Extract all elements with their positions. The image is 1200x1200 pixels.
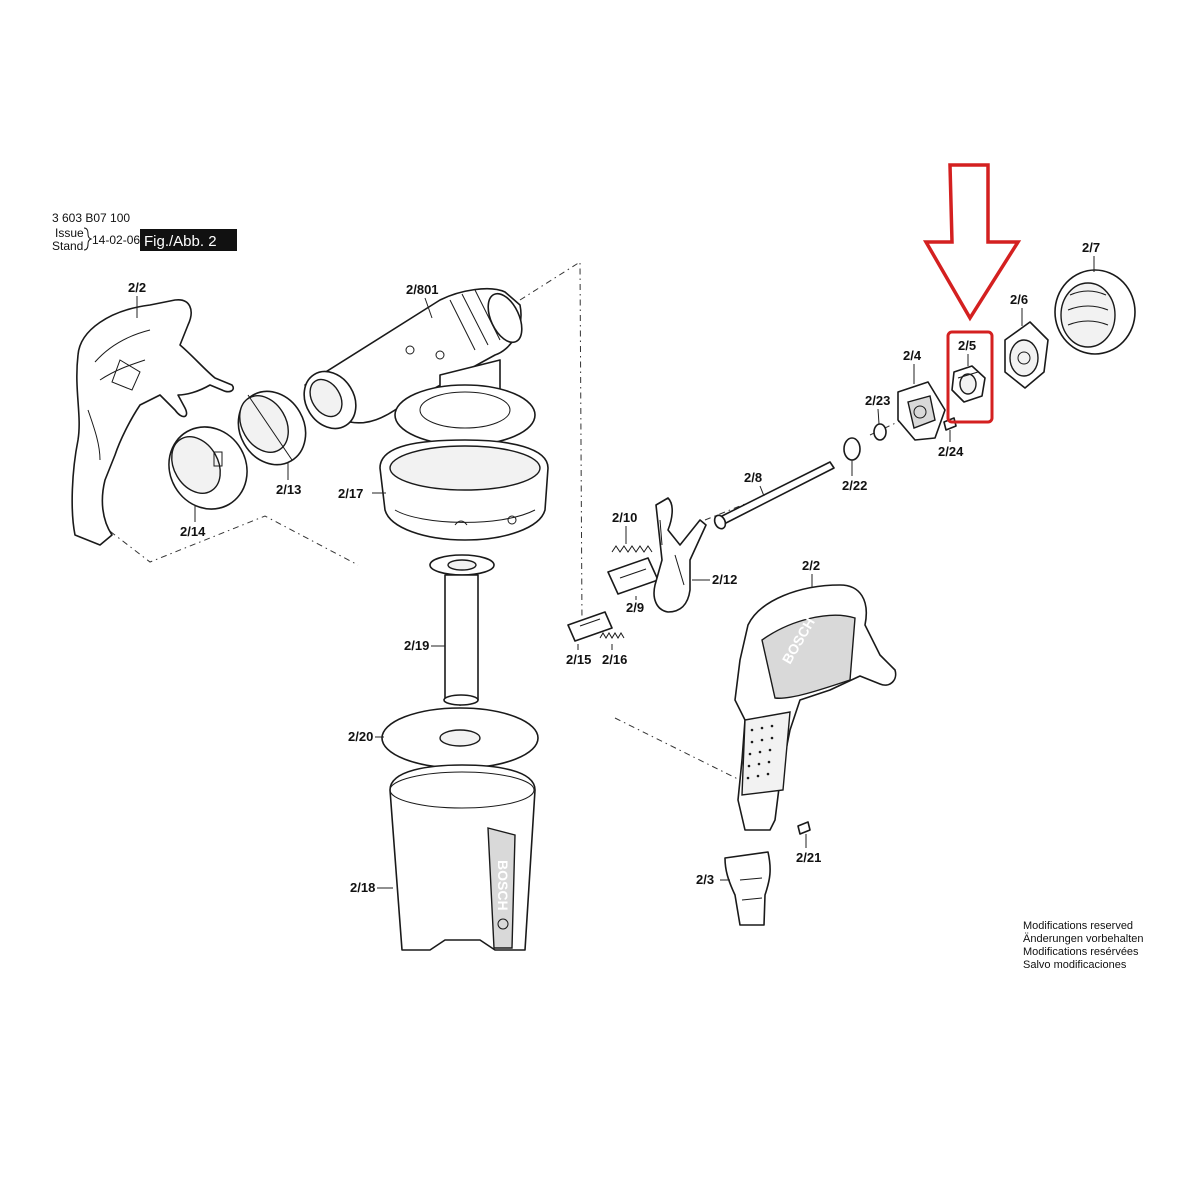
part-nozzle-holder-2-4 (897, 381, 946, 441)
highlight-arrow (922, 163, 1022, 322)
svg-text:2/5: 2/5 (958, 338, 976, 353)
label-2-21: 2/21 (796, 834, 821, 865)
part-screw-2-21 (797, 821, 811, 835)
part-suction-tube-2-19 (429, 554, 495, 706)
label-2-801: 2/801 (406, 282, 439, 319)
notice-line-2: Änderungen vorbehalten (1023, 933, 1143, 945)
svg-text:2/21: 2/21 (796, 850, 821, 865)
label-2-16: 2/16 (602, 644, 627, 667)
part-ring-2-13 (237, 390, 307, 466)
svg-text:2/2: 2/2 (128, 280, 146, 295)
part-needle-rod-2-8 (713, 461, 835, 530)
svg-text:2/10: 2/10 (612, 510, 637, 525)
svg-text:2/3: 2/3 (696, 872, 714, 887)
label-2-8: 2/8 (744, 470, 765, 497)
stand-label: Stand (52, 239, 83, 253)
label-2-19: 2/19 (404, 638, 445, 653)
label-2-10: 2/10 (612, 510, 637, 544)
label-2-5: 2/5 (958, 338, 976, 366)
part-handle-right: BOSCH (734, 584, 897, 831)
part-air-cap-2-6 (1004, 321, 1049, 389)
part-cover-2-3 (724, 851, 771, 926)
issue-label: Issue (55, 226, 84, 240)
document-header: 3 603 B07 100 Issue Stand 14-02-06 Fig./… (52, 211, 237, 253)
svg-text:2/23: 2/23 (865, 393, 890, 408)
label-2-7: 2/7 (1082, 240, 1100, 272)
svg-text:2/24: 2/24 (938, 444, 964, 459)
guide-line-right-handle (614, 717, 761, 791)
header-brace (83, 227, 93, 251)
label-2-6: 2/6 (1010, 292, 1028, 326)
svg-text:2/18: 2/18 (350, 880, 375, 895)
label-2-2-left: 2/2 (128, 280, 146, 318)
svg-text:2/15: 2/15 (566, 652, 591, 667)
part-gasket-2-20 (381, 707, 539, 769)
label-2-23: 2/23 (865, 393, 890, 425)
part-plate-2-15 (567, 611, 613, 642)
label-2-15: 2/15 (566, 644, 591, 667)
brand-mark-container: BOSCH (495, 860, 511, 911)
part-union-nut-2-7 (1054, 269, 1136, 355)
part-handle-left (71, 299, 235, 546)
guide-line-trigger-vertical (519, 261, 583, 626)
part-lock-ring-2-17 (379, 439, 549, 541)
figure-label-box (140, 229, 237, 251)
part-container-2-18: BOSCH (389, 764, 536, 951)
figure-label: Fig./Abb. 2 (144, 233, 217, 250)
notice-line-1: Modifications reserved (1023, 920, 1133, 932)
svg-text:2/12: 2/12 (712, 572, 737, 587)
guide-line-rod (704, 419, 903, 521)
label-2-24: 2/24 (938, 430, 964, 459)
part-cone-ring-2-14 (168, 426, 248, 510)
label-2-14: 2/14 (180, 505, 206, 539)
part-oring-2-23 (873, 423, 887, 441)
label-2-22: 2/22 (842, 460, 867, 493)
label-2-18: 2/18 (350, 880, 393, 895)
svg-text:2/16: 2/16 (602, 652, 627, 667)
part-nozzle-2-5 (951, 365, 986, 403)
doc-number: 3 603 B07 100 (52, 211, 130, 225)
svg-text:2/7: 2/7 (1082, 240, 1100, 255)
svg-text:2/6: 2/6 (1010, 292, 1028, 307)
part-slider-2-9 (607, 557, 659, 595)
part-oring-2-22 (843, 437, 861, 461)
svg-text:2/20: 2/20 (348, 729, 373, 744)
notice-line-3: Modifications resérvées (1023, 946, 1139, 958)
modifications-notice: Modifications reserved Änderungen vorbeh… (1023, 920, 1143, 971)
part-spring-2-10 (611, 545, 653, 553)
guide-line-handle (97, 515, 359, 566)
label-2-13: 2/13 (276, 462, 301, 497)
notice-line-4: Salvo modificaciones (1023, 959, 1127, 971)
label-2-17: 2/17 (338, 486, 386, 501)
svg-text:2/801: 2/801 (406, 282, 439, 297)
label-2-12: 2/12 (692, 572, 737, 587)
svg-text:2/9: 2/9 (626, 600, 644, 615)
label-2-3: 2/3 (696, 872, 730, 887)
svg-text:2/13: 2/13 (276, 482, 301, 497)
svg-text:2/4: 2/4 (903, 348, 922, 363)
svg-text:2/2: 2/2 (802, 558, 820, 573)
svg-text:2/19: 2/19 (404, 638, 429, 653)
part-spring-2-16 (599, 632, 625, 639)
label-2-9: 2/9 (626, 596, 644, 615)
highlight-box (946, 330, 994, 424)
issue-date: 14-02-06 (92, 233, 140, 247)
svg-text:2/8: 2/8 (744, 470, 762, 485)
part-trigger-2-12 (653, 497, 707, 613)
label-2-4: 2/4 (903, 348, 922, 384)
label-2-2-right: 2/2 (802, 558, 820, 588)
label-2-20: 2/20 (348, 729, 384, 744)
svg-text:2/22: 2/22 (842, 478, 867, 493)
svg-text:2/17: 2/17 (338, 486, 363, 501)
part-flange-disc (394, 384, 536, 446)
svg-text:2/14: 2/14 (180, 524, 206, 539)
